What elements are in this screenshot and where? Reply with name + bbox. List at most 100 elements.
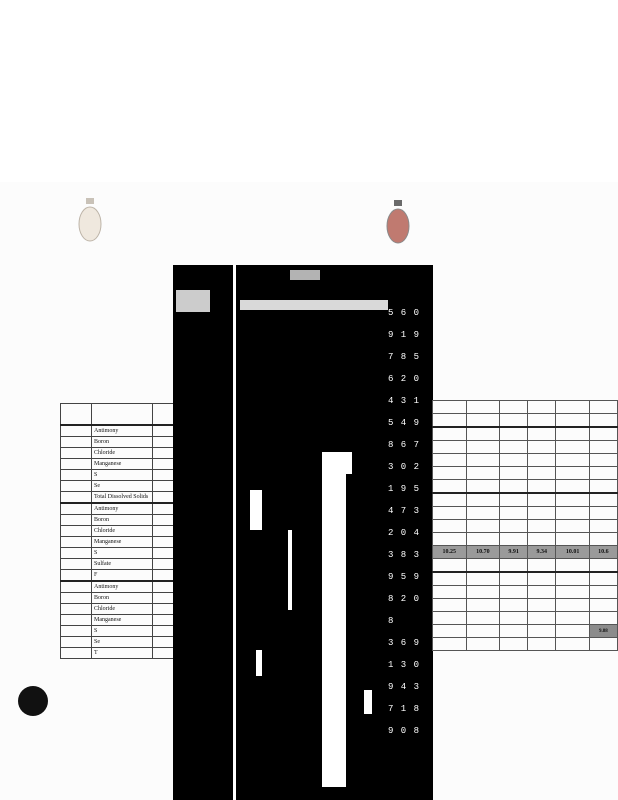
table-row: Boron (60, 592, 175, 604)
digit-row: 3 0 2 (388, 462, 421, 472)
analyte-label: Total Dissolved Solids (91, 491, 153, 504)
highlight-value: 10.70 (465, 545, 501, 559)
table-row: S (60, 469, 175, 481)
digit-row: 5 6 0 (388, 308, 421, 318)
white-divider (233, 265, 236, 800)
analyte-label: Antimony (91, 424, 153, 437)
white-mark (364, 690, 372, 714)
analyte-label: T (91, 647, 153, 659)
table-row (432, 532, 618, 546)
digit-row: 9 1 9 (388, 330, 421, 340)
digit-row: 9 4 3 (388, 682, 421, 692)
analyte-label: Manganese (91, 614, 153, 626)
table-row (432, 413, 618, 428)
table-row: Boron (60, 514, 175, 526)
table-row (432, 440, 618, 454)
table-row: Chloride (60, 603, 175, 615)
table-row: Antimony (60, 502, 175, 515)
analyte-label: F (91, 569, 153, 582)
digit-row: 1 3 0 (388, 660, 421, 670)
highlight-value: 10.01 (555, 545, 590, 559)
white-mark (250, 490, 262, 530)
table-row: Se (60, 636, 175, 648)
digit-row: 1 9 5 (388, 484, 421, 494)
analyte-label: Chloride (91, 525, 153, 537)
digit-row: 8 (388, 616, 395, 626)
table-row (432, 558, 618, 573)
analyte-label: Sulfate (91, 558, 153, 570)
analyte-label: S (91, 547, 153, 559)
digit-row: 7 1 8 (388, 704, 421, 714)
red-bulb-icon (386, 200, 410, 244)
digit-row: 5 4 9 (388, 418, 421, 428)
table-row: Chloride (60, 447, 175, 459)
analyte-label: Antimony (91, 580, 153, 593)
table-row (432, 611, 618, 625)
analyte-label: Se (91, 480, 153, 492)
table-row: Se (60, 480, 175, 492)
digit-row: 7 8 5 (388, 352, 421, 362)
digit-row: 4 3 1 (388, 396, 421, 406)
highlight-value: 10.6 (588, 545, 618, 559)
table-row: Manganese (60, 458, 175, 470)
table-row: Total Dissolved Solids (60, 491, 175, 504)
table-row: S (60, 625, 175, 637)
table-row (432, 585, 618, 599)
table-row (432, 571, 618, 586)
digit-row: 8 6 7 (388, 440, 421, 450)
analyte-label: S (91, 469, 153, 481)
table-row: Antimony (60, 424, 175, 437)
table-row (432, 400, 618, 414)
white-mark (240, 300, 388, 310)
highlight-value: 9.91 (499, 545, 529, 559)
corner-value: 9.88 (588, 624, 618, 638)
analyte-label: Se (91, 636, 153, 648)
analyte-label: Antimony (91, 502, 153, 515)
digit-row: 9 5 9 (388, 572, 421, 582)
digit-row: 3 8 3 (388, 550, 421, 560)
table-row (432, 598, 618, 612)
digit-row: 8 2 0 (388, 594, 421, 604)
table-row: Sulfate (60, 558, 175, 570)
table-row: Manganese (60, 614, 175, 626)
table-row (432, 637, 618, 651)
highlight-value: 9.34 (527, 545, 557, 559)
analyte-label: Chloride (91, 603, 153, 615)
analyte-label: Boron (91, 514, 153, 526)
digit-row: 2 0 4 (388, 528, 421, 538)
white-mark (256, 650, 262, 676)
white-mark (346, 452, 352, 474)
analyte-label: Boron (91, 592, 153, 604)
analyte-label: Manganese (91, 458, 153, 470)
white-mark (322, 452, 346, 787)
table-row: S (60, 547, 175, 559)
redacted-block (173, 265, 433, 800)
white-mark (290, 270, 320, 280)
table-row: Antimony (60, 580, 175, 593)
highlight-value: 10.25 (432, 545, 467, 559)
table-row: F (60, 569, 175, 582)
analyte-label: Manganese (91, 536, 153, 548)
table-row (432, 506, 618, 520)
table-row: Chloride (60, 525, 175, 537)
light-bulb-icon (78, 198, 102, 242)
white-mark (176, 290, 210, 312)
analyte-label: Chloride (91, 447, 153, 459)
white-mark (288, 530, 292, 610)
table-row (432, 479, 618, 494)
analyte-label: Boron (91, 436, 153, 448)
table-row: T (60, 647, 175, 659)
black-dot-icon (18, 686, 48, 716)
table-row (432, 519, 618, 533)
table-row: Boron (60, 436, 175, 448)
table-row (432, 453, 618, 467)
digit-row: 4 7 3 (388, 506, 421, 516)
table-row (432, 426, 618, 441)
table-row: Manganese (60, 536, 175, 548)
digit-row: 9 0 8 (388, 726, 421, 736)
table-row: 9.88 (432, 624, 618, 638)
